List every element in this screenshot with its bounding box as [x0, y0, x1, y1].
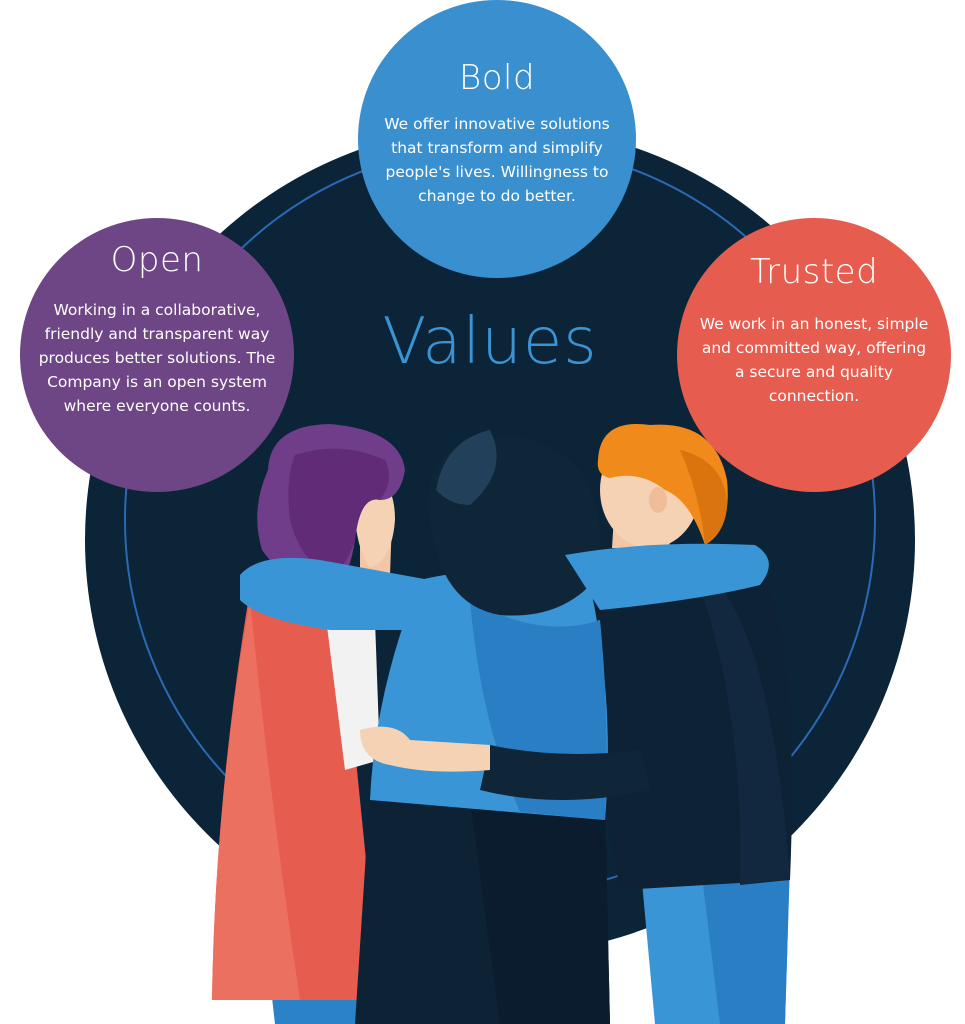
man-orange-hair: [575, 424, 792, 1024]
value-bubble-bold: Bold We offer innovative solutions that …: [358, 0, 636, 278]
value-title-trusted: Trusted: [749, 252, 879, 292]
value-title-open: Open: [110, 240, 204, 280]
value-bubble-trusted: Trusted We work in an honest, simple and…: [677, 218, 951, 492]
value-title-bold: Bold: [458, 58, 536, 98]
value-bubble-open: Open Working in a collaborative, friendl…: [20, 218, 294, 492]
center-title: Values: [382, 305, 598, 379]
middle-arm: [565, 543, 769, 610]
value-text-bold: We offer innovative solutions that trans…: [384, 115, 610, 205]
value-text-open: Working in a collaborative, friendly and…: [38, 301, 276, 415]
left-arm: [240, 557, 430, 630]
hand: [360, 726, 490, 772]
waist-arm: [480, 745, 650, 800]
value-text-trusted: We work in an honest, simple and committ…: [699, 315, 929, 405]
